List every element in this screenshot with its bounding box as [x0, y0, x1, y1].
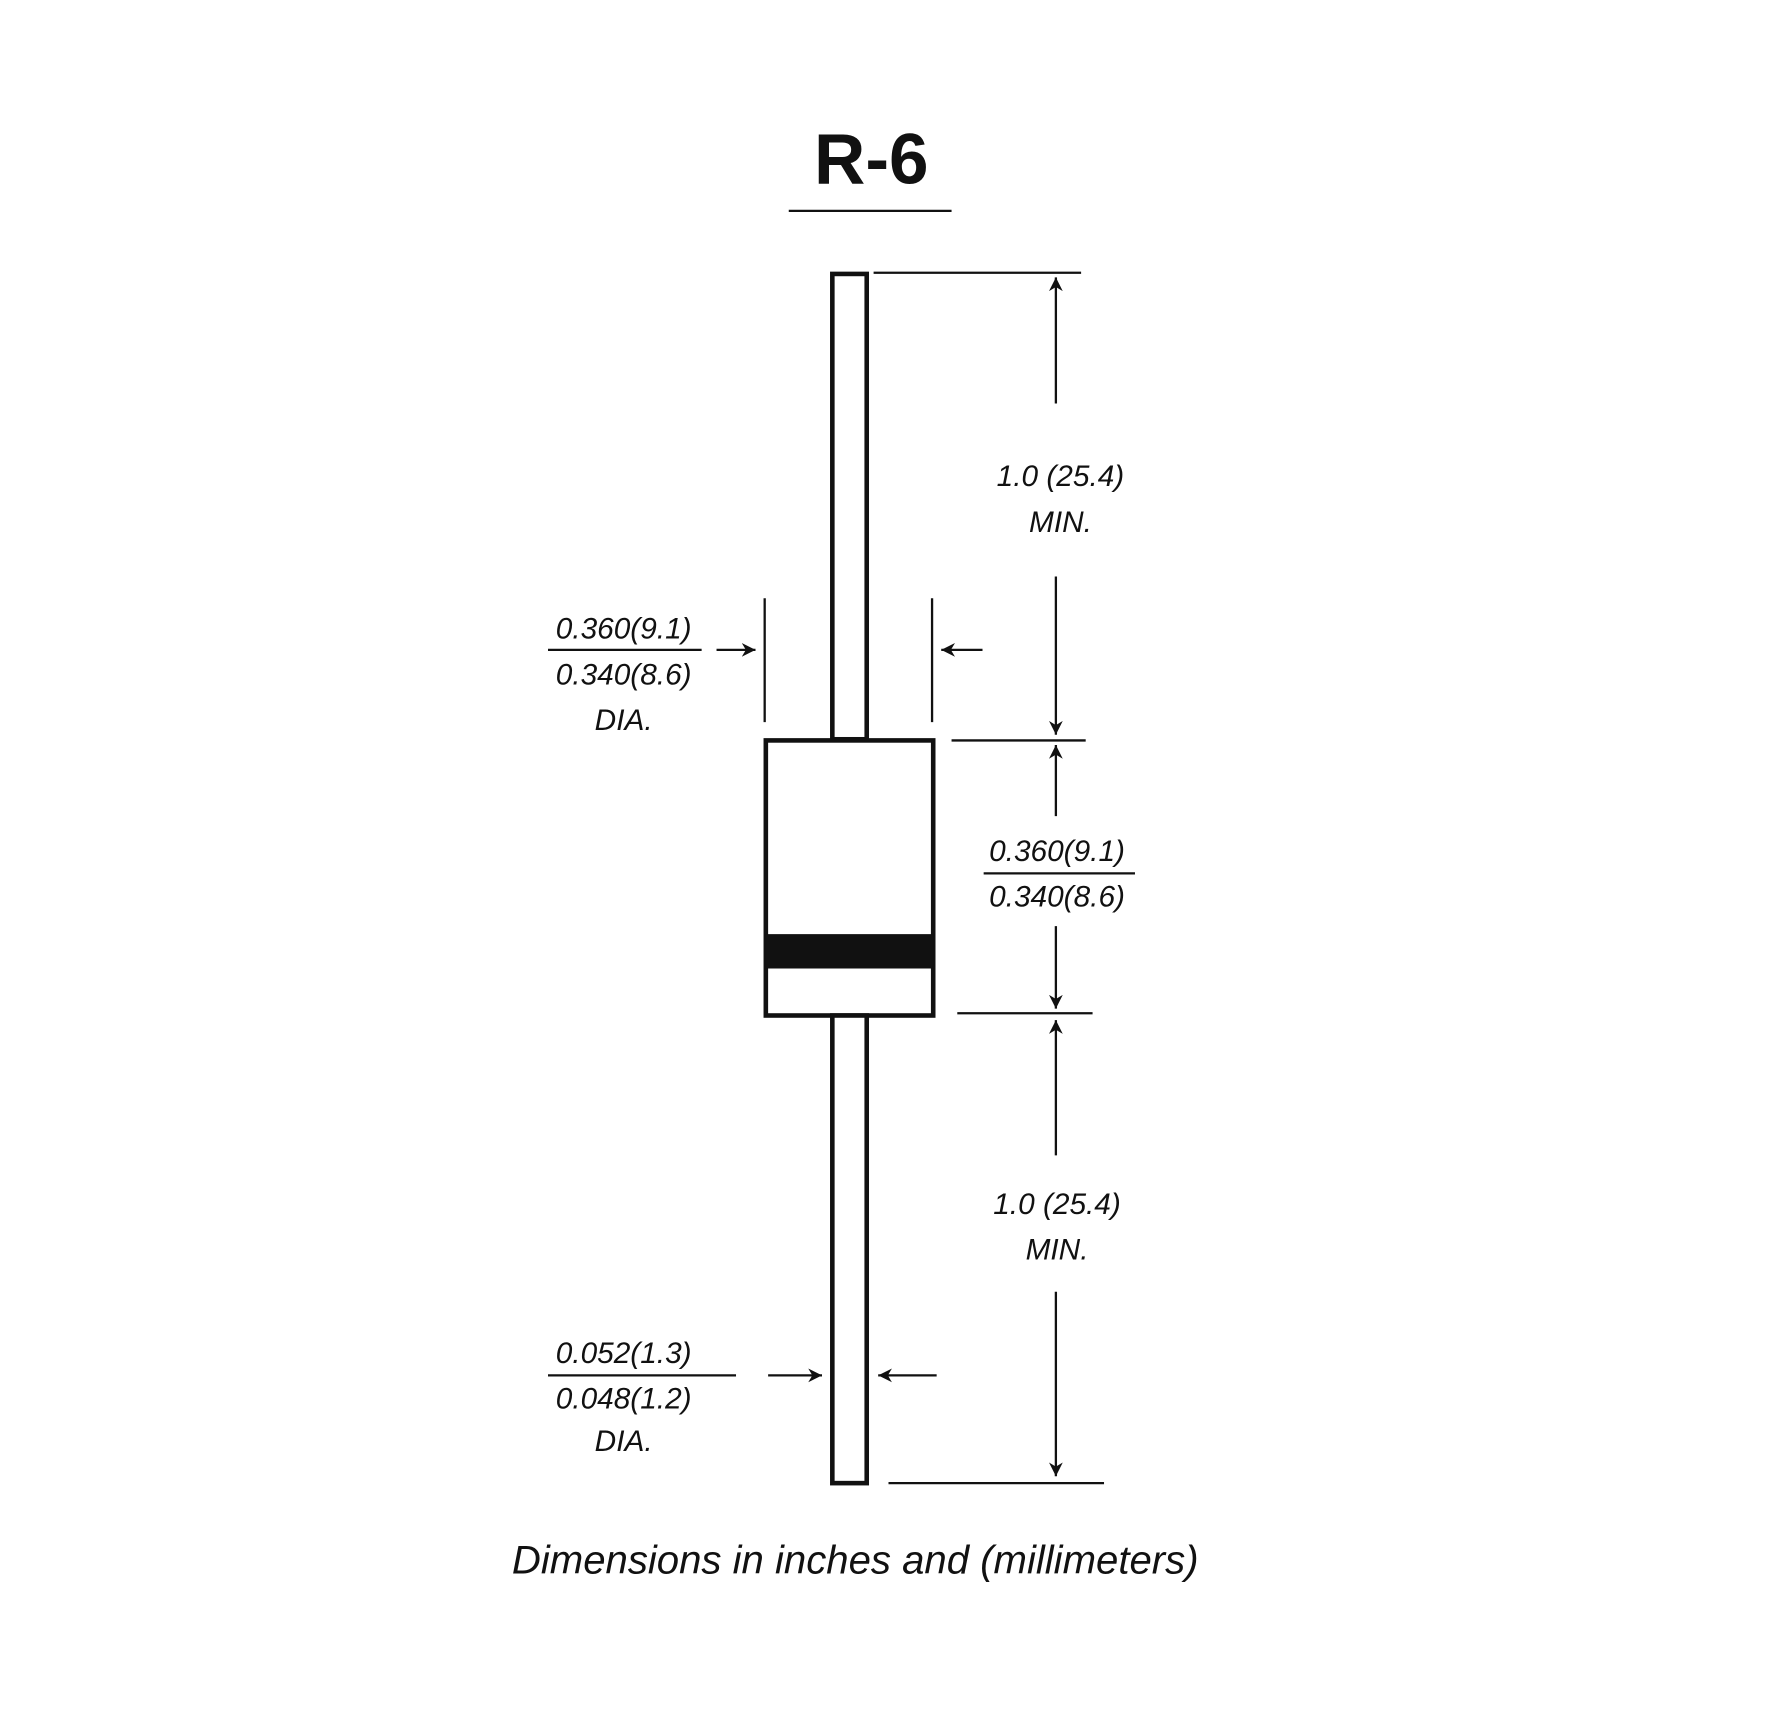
body-length-min: 0.340(8.6) [989, 881, 1125, 914]
body-dia-label: DIA. [595, 704, 653, 737]
body-length-max: 0.360(9.1) [989, 835, 1125, 868]
dimensions-caption: Dimensions in inches and (millimeters) [512, 1538, 1199, 1583]
lead-dia-label: DIA. [595, 1425, 653, 1458]
cathode-band [765, 934, 934, 969]
bottom-lead-min: MIN. [1026, 1234, 1089, 1267]
body-dia-max: 0.360(9.1) [556, 612, 692, 645]
top-lead-length: 1.0 (25.4) [997, 460, 1125, 493]
body-dia-min: 0.340(8.6) [556, 658, 692, 691]
bottom-lead-length: 1.0 (25.4) [993, 1188, 1121, 1221]
top-lead-min: MIN. [1029, 506, 1092, 539]
lead-dia-max: 0.052(1.3) [556, 1337, 692, 1370]
package-title: R-6 [814, 120, 929, 199]
bottom-lead [830, 1013, 870, 1486]
top-lead [830, 271, 870, 742]
diode-body [763, 738, 936, 1018]
lead-dia-min: 0.048(1.2) [556, 1383, 692, 1416]
